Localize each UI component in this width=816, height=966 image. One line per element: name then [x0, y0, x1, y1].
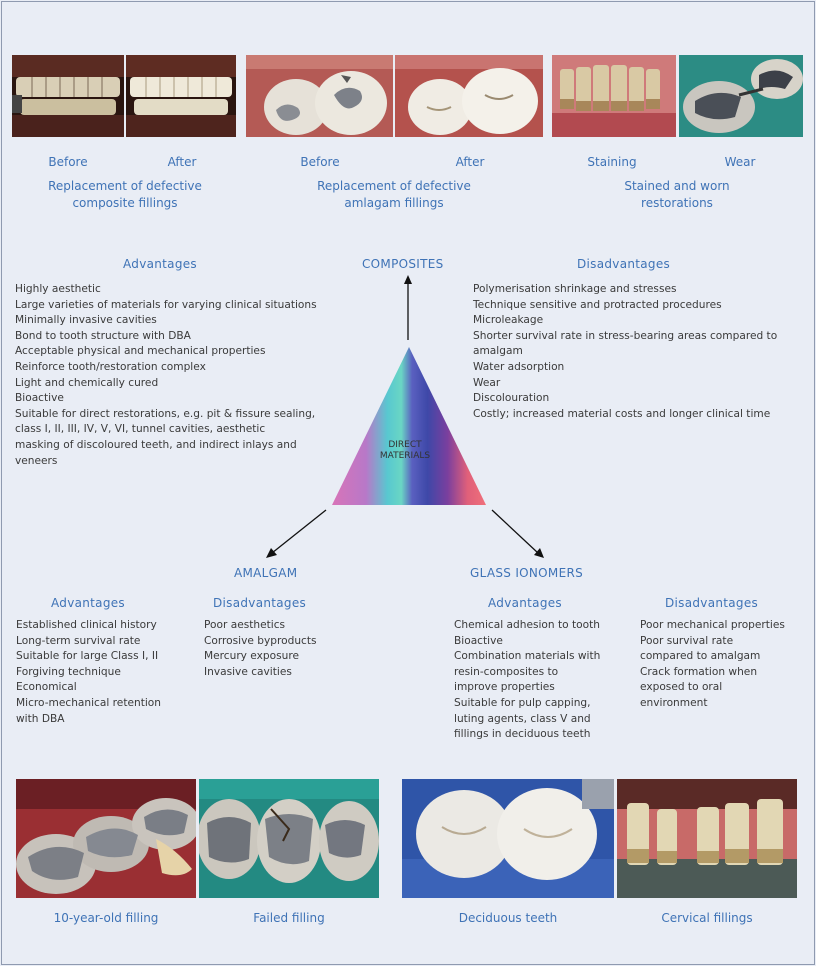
list-item: Long-term survival rate: [16, 634, 141, 647]
list-item: environment: [640, 696, 708, 709]
center-label: DIRECT MATERIALS: [360, 440, 450, 462]
list-item: Poor survival rate: [640, 634, 734, 647]
composites-advantages-list: Highly aesthetic Large varieties of mate…: [15, 282, 335, 469]
caption-before-1: Before: [48, 155, 88, 169]
composites-disadvantages-heading: Disadvantages: [577, 257, 671, 271]
composites-title: COMPOSITES: [362, 257, 444, 271]
list-item: Suitable for direct restorations, e.g. p…: [15, 407, 316, 420]
list-item: Microleakage: [473, 314, 544, 327]
photo-composite-after: [126, 55, 236, 137]
caption-cervical-fillings: Cervical fillings: [661, 911, 753, 925]
caption-after-1: After: [167, 155, 197, 169]
caption-deciduous-teeth: Deciduous teeth: [458, 911, 558, 925]
list-item: masking of discoloured teeth, and indire…: [15, 438, 297, 451]
direct-materials-triangle: [332, 347, 486, 505]
list-item: Chemical adhesion to tooth: [454, 619, 600, 631]
list-item: resin-composites to: [454, 665, 559, 678]
photo-deciduous-teeth: [402, 779, 614, 898]
photo-10-year-old-filling: [16, 779, 196, 898]
amalgam-advantages-heading: Advantages: [51, 596, 125, 610]
list-item: Polymerisation shrinkage and stresses: [473, 283, 677, 295]
list-item: Wear: [473, 376, 501, 389]
center-label-line1: DIRECT: [388, 440, 422, 450]
photo-amalgam-after: [395, 55, 543, 137]
photo-wear: [679, 55, 803, 137]
list-item: Water adsorption: [473, 360, 565, 373]
glass-ionomers-advantages-list: Chemical adhesion to tooth Bioactive Com…: [454, 618, 624, 743]
list-item: improve properties: [454, 681, 555, 694]
glass-ionomers-title: GLASS IONOMERS: [470, 566, 584, 580]
list-item: Light and chemically cured: [15, 376, 159, 389]
caption-before-2: Before: [300, 155, 340, 169]
glass-ionomers-disadvantages-heading: Disadvantages: [665, 596, 759, 610]
caption-failed-filling: Failed filling: [253, 911, 325, 925]
photo-cervical-fillings: [617, 779, 797, 898]
list-item: Forgiving technique: [16, 665, 121, 678]
list-item: Established clinical history: [16, 619, 157, 631]
list-item: Highly aesthetic: [15, 283, 101, 295]
arrow-to-amalgam: [266, 509, 327, 558]
photo-staining: [552, 55, 676, 137]
list-item: class I, II, III, IV, V, VI, tunnel cavi…: [15, 423, 266, 436]
arrow-to-composites: [404, 275, 412, 340]
list-item: Technique sensitive and protracted proce…: [473, 298, 722, 311]
list-item: Corrosive byproducts: [204, 634, 317, 647]
list-item: Combination materials with: [454, 650, 601, 663]
list-item: Bioactive: [454, 634, 503, 647]
arrow-to-glass-ionomers: [491, 509, 544, 558]
list-item: Reinforce tooth/restoration complex: [15, 360, 206, 373]
caption-10-year-old-filling: 10-year-old filling: [53, 911, 159, 925]
amalgam-disadvantages-list: Poor aesthetics Corrosive byproducts Mer…: [204, 618, 344, 680]
list-item: Shorter survival rate in stress-bearing …: [473, 329, 778, 342]
list-item: compared to amalgam: [640, 650, 761, 663]
list-item: Acceptable physical and mechanical prope…: [15, 345, 266, 358]
photo-failed-filling: [199, 779, 379, 898]
list-item: with DBA: [16, 712, 65, 725]
list-item: amalgam: [473, 345, 523, 358]
amalgam-title: AMALGAM: [234, 566, 298, 580]
composites-disadvantages-list: Polymerisation shrinkage and stresses Te…: [473, 282, 793, 422]
photo-amalgam-before: [246, 55, 393, 137]
glass-ionomers-advantages-heading: Advantages: [488, 596, 562, 610]
amalgam-disadvantages-heading: Disadvantages: [213, 596, 307, 610]
list-item: Bioactive: [15, 392, 64, 405]
composites-advantages-heading: Advantages: [123, 257, 197, 271]
list-item: veneers: [15, 454, 58, 467]
caption-staining: Staining: [587, 155, 637, 169]
list-item: Mercury exposure: [204, 650, 299, 663]
list-item: Poor mechanical properties: [640, 619, 785, 631]
photo-composite-before: [12, 55, 124, 137]
list-item: Invasive cavities: [204, 665, 292, 678]
list-item: luting agents, class V and: [454, 712, 591, 725]
list-item: Costly; increased material costs and lon…: [473, 407, 771, 420]
center-label-line2: MATERIALS: [379, 451, 431, 461]
list-item: Large varieties of materials for varying…: [15, 298, 317, 311]
list-item: Suitable for pulp capping,: [454, 696, 591, 709]
caption-wear: Wear: [724, 155, 756, 169]
list-item: Minimally invasive cavities: [15, 314, 157, 327]
list-item: Micro-mechanical retention: [16, 696, 162, 709]
list-item: Discolouration: [473, 392, 550, 405]
list-item: fillings in deciduous teeth: [454, 728, 591, 741]
caption-after-2: After: [455, 155, 485, 169]
list-item: Economical: [16, 681, 77, 694]
caption-title-stained-worn: Stained and worn restorations: [624, 179, 730, 210]
direct-materials-diagram: [266, 275, 544, 558]
list-item: Poor aesthetics: [204, 619, 286, 631]
caption-title-amalgam-replacement: Replacement of defective amlagam filling…: [317, 179, 471, 210]
caption-title-composite-replacement: Replacement of defective composite filli…: [48, 179, 202, 210]
list-item: Bond to tooth structure with DBA: [15, 329, 191, 342]
glass-ionomers-disadvantages-list: Poor mechanical properties Poor survival…: [640, 618, 810, 712]
list-item: Suitable for large Class I, II: [16, 650, 159, 663]
amalgam-advantages-list: Established clinical history Long-term s…: [16, 618, 196, 727]
list-item: exposed to oral: [640, 681, 723, 694]
list-item: Crack formation when: [640, 665, 758, 678]
